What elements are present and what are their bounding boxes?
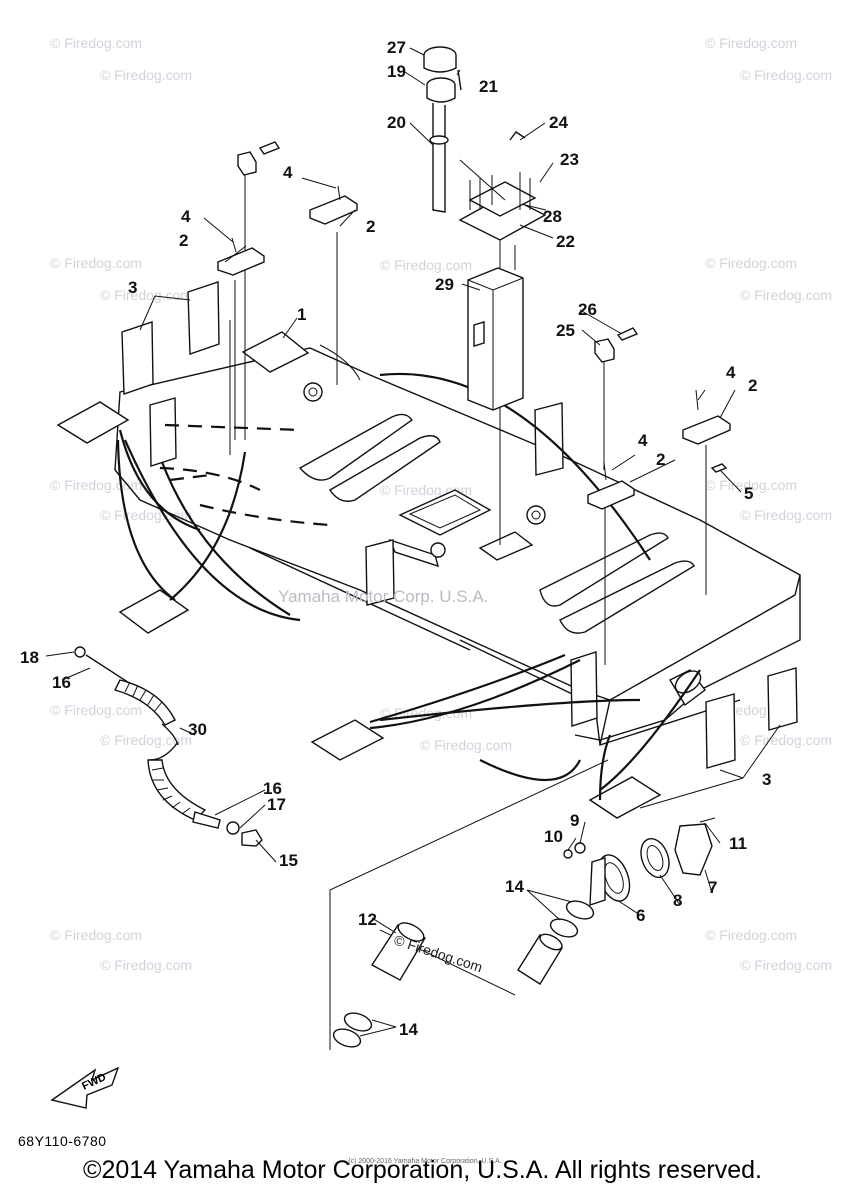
callout-30: 30 [188, 720, 207, 739]
callout-6: 6 [636, 906, 645, 925]
watermark: © Firedog.com [705, 927, 797, 943]
callout-24: 24 [549, 113, 568, 132]
watermark: © Firedog.com [50, 35, 142, 51]
callout-2: 2 [748, 376, 757, 395]
watermark: © Firedog.com [740, 732, 832, 748]
routing-lines [116, 175, 707, 1050]
watermark: © Firedog.com [740, 67, 832, 83]
callout-2: 2 [656, 450, 665, 469]
callout-25: 25 [556, 321, 575, 340]
watermark: © Firedog.com [100, 507, 192, 523]
callout-15: 15 [279, 851, 298, 870]
watermark: © Firedog.com [740, 287, 832, 303]
callout-12: 12 [358, 910, 377, 929]
callout-4: 4 [638, 431, 648, 450]
center-watermark: Yamaha Motor Corp. U.S.A. [278, 587, 488, 606]
callout-29: 29 [435, 275, 454, 294]
callout-10: 10 [544, 827, 563, 846]
callout-11: 11 [729, 834, 747, 853]
callout-21: 21 [479, 77, 498, 96]
callout-2: 2 [366, 217, 375, 236]
callout-7: 7 [708, 878, 717, 897]
hull-body [114, 347, 801, 746]
callout-16: 16 [263, 779, 282, 798]
watermark: © Firedog.com [50, 702, 142, 718]
callout-3: 3 [762, 770, 771, 789]
outlet-assembly [332, 817, 716, 1048]
callout-2: 2 [179, 231, 188, 250]
callout-4: 4 [283, 163, 293, 182]
watermark: © Firedog.com [100, 67, 192, 83]
tiny-notice: (c) 2000-2016 Yamaha Motor Corporation, … [348, 1158, 502, 1165]
watermark: © Firedog.com [740, 507, 832, 523]
callout-23: 23 [560, 150, 579, 169]
part-code: 68Y110-6780 [18, 1133, 107, 1149]
callout-18: 18 [20, 648, 39, 667]
pad-1 [241, 331, 310, 373]
callout-27: 27 [387, 38, 406, 57]
watermark: © Firedog.com [420, 737, 512, 753]
callout-14: 14 [399, 1020, 418, 1039]
callout-8: 8 [673, 891, 682, 910]
watermark-layer: © Firedog.com © Firedog.com © Firedog.co… [50, 35, 832, 973]
callout-4: 4 [181, 207, 191, 226]
callout-9: 9 [570, 811, 579, 830]
watermark: © Firedog.com [705, 35, 797, 51]
small-parts [217, 141, 731, 510]
callout-20: 20 [387, 113, 406, 132]
callout-1: 1 [297, 305, 306, 324]
watermark: © Firedog.com [100, 957, 192, 973]
callout-5: 5 [744, 484, 753, 503]
copyright-notice: ©2014 Yamaha Motor Corporation, U.S.A. A… [83, 1156, 762, 1184]
callout-14: 14 [505, 877, 524, 896]
leader-lines [45, 47, 781, 1037]
watermark: © Firedog.com [100, 287, 192, 303]
watermark: © Firedog.com [380, 257, 472, 273]
callout-17: 17 [267, 795, 286, 814]
watermark: © Firedog.com [50, 927, 142, 943]
callout-labels: 1 2 2 2 2 3 3 4 4 4 4 5 6 7 8 9 10 11 12… [20, 38, 771, 1039]
callout-22: 22 [556, 232, 575, 251]
callout-3: 3 [128, 278, 137, 297]
filler-assembly [423, 46, 547, 411]
watermark: © Firedog.com [705, 477, 797, 493]
fwd-arrow: FWD [50, 1066, 120, 1109]
watermark: © Firedog.com [740, 957, 832, 973]
foam-pads [56, 281, 798, 819]
callout-16: 16 [52, 673, 71, 692]
watermark: © Firedog.com [100, 732, 192, 748]
hose-assembly [74, 646, 263, 847]
watermark: © Firedog.com [705, 255, 797, 271]
callout-4: 4 [726, 363, 736, 382]
watermark: © Firedog.com [50, 477, 142, 493]
callout-26: 26 [578, 300, 597, 319]
callout-19: 19 [387, 62, 406, 81]
callout-28: 28 [543, 207, 562, 226]
watermark: © Firedog.com [50, 255, 142, 271]
